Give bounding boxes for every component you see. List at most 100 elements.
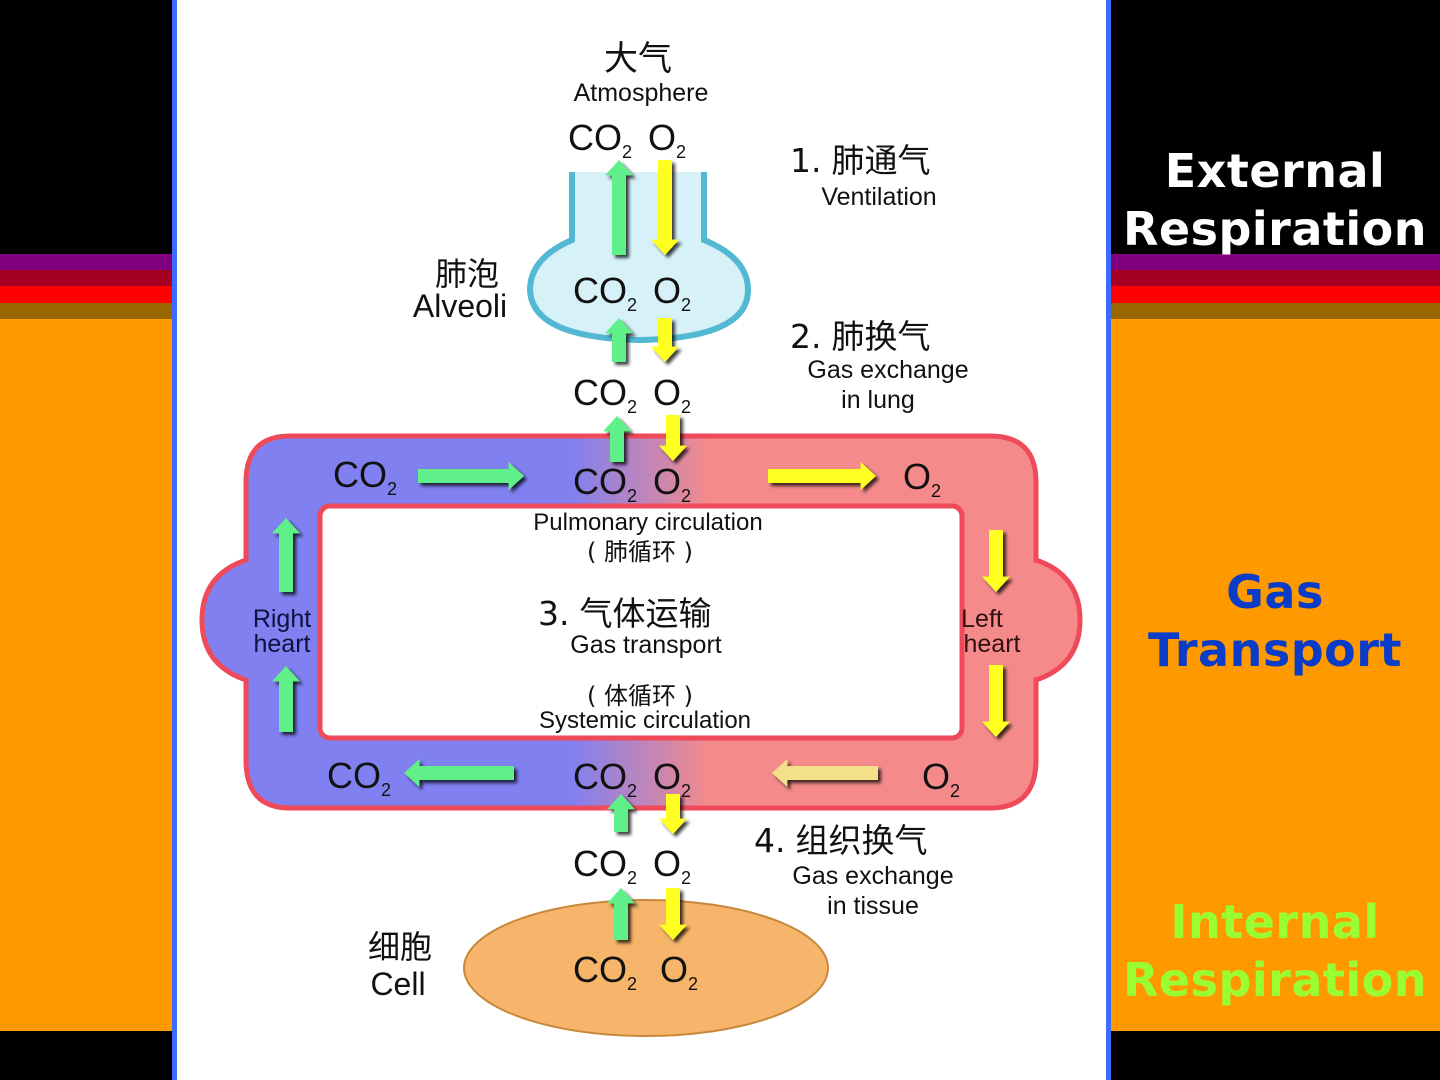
o2-arrow-left-heart-down-1	[982, 530, 1010, 592]
o2-arrow-atmosphere-down	[651, 160, 679, 255]
left-red-stripe	[0, 286, 172, 303]
step-2-num: 2.	[790, 317, 822, 356]
transport-line1: Gas	[1226, 565, 1324, 619]
left-orange-panel	[0, 319, 172, 1031]
internal-line2: Respiration	[1122, 953, 1428, 1007]
co2-label-pulmonary-center: CO2	[573, 461, 637, 506]
systemic-circulation-en: Systemic circulation	[539, 707, 751, 734]
o2-label-systemic-center: O2	[653, 756, 691, 801]
svg-text:1.肺通气: 1.肺通气	[790, 141, 931, 180]
step-1-ventilation: 1.肺通气 Ventilation	[790, 141, 937, 211]
o2-label-tissue-capillary: O2	[653, 843, 691, 888]
o2-arrow-lung-capillary-down	[659, 415, 687, 461]
right-purple-stripe	[1110, 254, 1440, 270]
step-4-zh: 组织换气	[796, 821, 928, 860]
svg-text:4.组织换气: 4. 组织换气	[754, 821, 928, 860]
step-2-en2: in lung	[841, 386, 915, 414]
alveoli-shape	[526, 172, 752, 344]
co2-arrow-lung-capillary-up	[603, 416, 631, 462]
o2-label-atmosphere: O2	[648, 117, 686, 162]
co2-label-cell: CO2	[573, 949, 637, 994]
loop-inner-area	[317, 503, 965, 741]
co2-arrow-right-heart-up-1	[272, 518, 300, 592]
o2-label-alveoli: O2	[653, 270, 691, 315]
left-black-footer	[0, 1031, 172, 1080]
circulation-loop	[199, 433, 1083, 811]
pulmonary-circulation-zh: ( 肺循环 )	[587, 538, 693, 566]
step-3-num: 3.	[538, 594, 570, 633]
step-1-en: Ventilation	[821, 183, 936, 211]
co2-arrow-cell-up	[607, 888, 635, 940]
o2-arrow-alveoli-down	[651, 318, 679, 362]
cell-shape	[463, 899, 829, 1037]
o2-label-pulmonary-right: O2	[903, 456, 941, 501]
svg-text:2.肺换气: 2.肺换气	[790, 317, 931, 356]
step-4-en2: in tissue	[827, 892, 919, 920]
step-4-tissue-exchange: 4. 组织换气 Gas exchange in tissue	[754, 821, 954, 920]
o2-arrow-cell-down	[659, 888, 687, 940]
step-2-lung-exchange: 2.肺换气 Gas exchange in lung	[790, 317, 969, 414]
o2-label-pulmonary-center: O2	[653, 461, 691, 506]
right-red-stripe	[1110, 286, 1440, 303]
left-purple-stripe	[0, 254, 172, 270]
o2-arrow-left-heart-down-2	[982, 665, 1010, 737]
alveoli-zh: 肺泡	[435, 255, 499, 293]
atmosphere-zh: 大气	[604, 39, 672, 79]
alveoli-en: Alveoli	[413, 288, 507, 324]
o2-arrow-pulmonary-right	[768, 462, 876, 490]
transport-line2: Transport	[1148, 623, 1402, 677]
left-heart-line1: Left	[961, 605, 1003, 633]
step-3-gas-transport: 3. 气体运输 Gas transport	[538, 594, 722, 659]
co2-label-pulmonary-left: CO2	[333, 454, 397, 499]
left-divider-line	[172, 0, 177, 1080]
step-4-num: 4.	[754, 821, 786, 860]
o2-label-lung-capillary: O2	[653, 372, 691, 417]
co2-arrow-systemic-left	[404, 759, 514, 787]
systemic-circulation-zh: ( 体循环 )	[587, 682, 693, 710]
right-brown-stripe	[1110, 303, 1440, 319]
left-heart-line2: heart	[964, 630, 1021, 658]
right-heart-line2: heart	[254, 630, 311, 658]
gas-transport-label: Gas Transport	[1110, 563, 1440, 679]
co2-arrow-atmosphere-up	[605, 160, 633, 255]
internal-respiration-label: Internal Respiration	[1110, 893, 1440, 1009]
co2-label-alveoli: CO2	[573, 270, 637, 315]
co2-arrow-alveoli-up	[605, 318, 633, 362]
atmosphere-en: Atmosphere	[574, 79, 709, 107]
cell-zh: 细胞	[368, 928, 432, 966]
co2-arrow-right-heart-up-2	[272, 666, 300, 732]
co2-arrow-tissue-capillary-up	[607, 794, 635, 832]
external-respiration-label: External Respiration	[1110, 142, 1440, 258]
right-black-band	[1110, 0, 1440, 254]
right-crimson-stripe	[1110, 270, 1440, 286]
co2-label-atmosphere: CO2	[568, 117, 632, 162]
co2-label-systemic-center: CO2	[573, 756, 637, 801]
o2-label-systemic-right: O2	[922, 756, 960, 801]
left-black-band	[0, 0, 172, 254]
pulmonary-circulation-en: Pulmonary circulation	[533, 509, 762, 536]
co2-label-systemic-left: CO2	[327, 755, 391, 800]
external-line2: Respiration	[1122, 202, 1428, 256]
co2-label-lung-capillary: CO2	[573, 372, 637, 417]
o2-arrow-systemic-left	[772, 759, 878, 787]
step-3-zh: 气体运输	[580, 594, 712, 633]
right-heart-line1: Right	[253, 605, 311, 633]
co2-arrow-pulmonary-right	[418, 462, 524, 490]
step-2-en: Gas exchange	[807, 356, 968, 384]
step-4-en: Gas exchange	[792, 862, 953, 890]
left-decor-panel	[0, 0, 172, 1080]
step-3-en: Gas transport	[570, 631, 722, 659]
right-orange-panel	[1110, 319, 1440, 1031]
left-brown-stripe	[0, 303, 172, 319]
svg-text:3.气体运输: 3. 气体运输	[538, 594, 712, 633]
right-label-panel: External Respiration Gas Transport Inter…	[1110, 0, 1440, 1080]
right-black-footer	[1110, 1031, 1440, 1080]
left-crimson-stripe	[0, 270, 172, 286]
o2-label-cell: O2	[660, 949, 698, 994]
right-divider-line	[1106, 0, 1111, 1080]
cell-en: Cell	[370, 966, 425, 1002]
external-line1: External	[1164, 144, 1386, 198]
step-1-zh: 肺通气	[832, 141, 931, 180]
internal-line1: Internal	[1170, 895, 1380, 949]
